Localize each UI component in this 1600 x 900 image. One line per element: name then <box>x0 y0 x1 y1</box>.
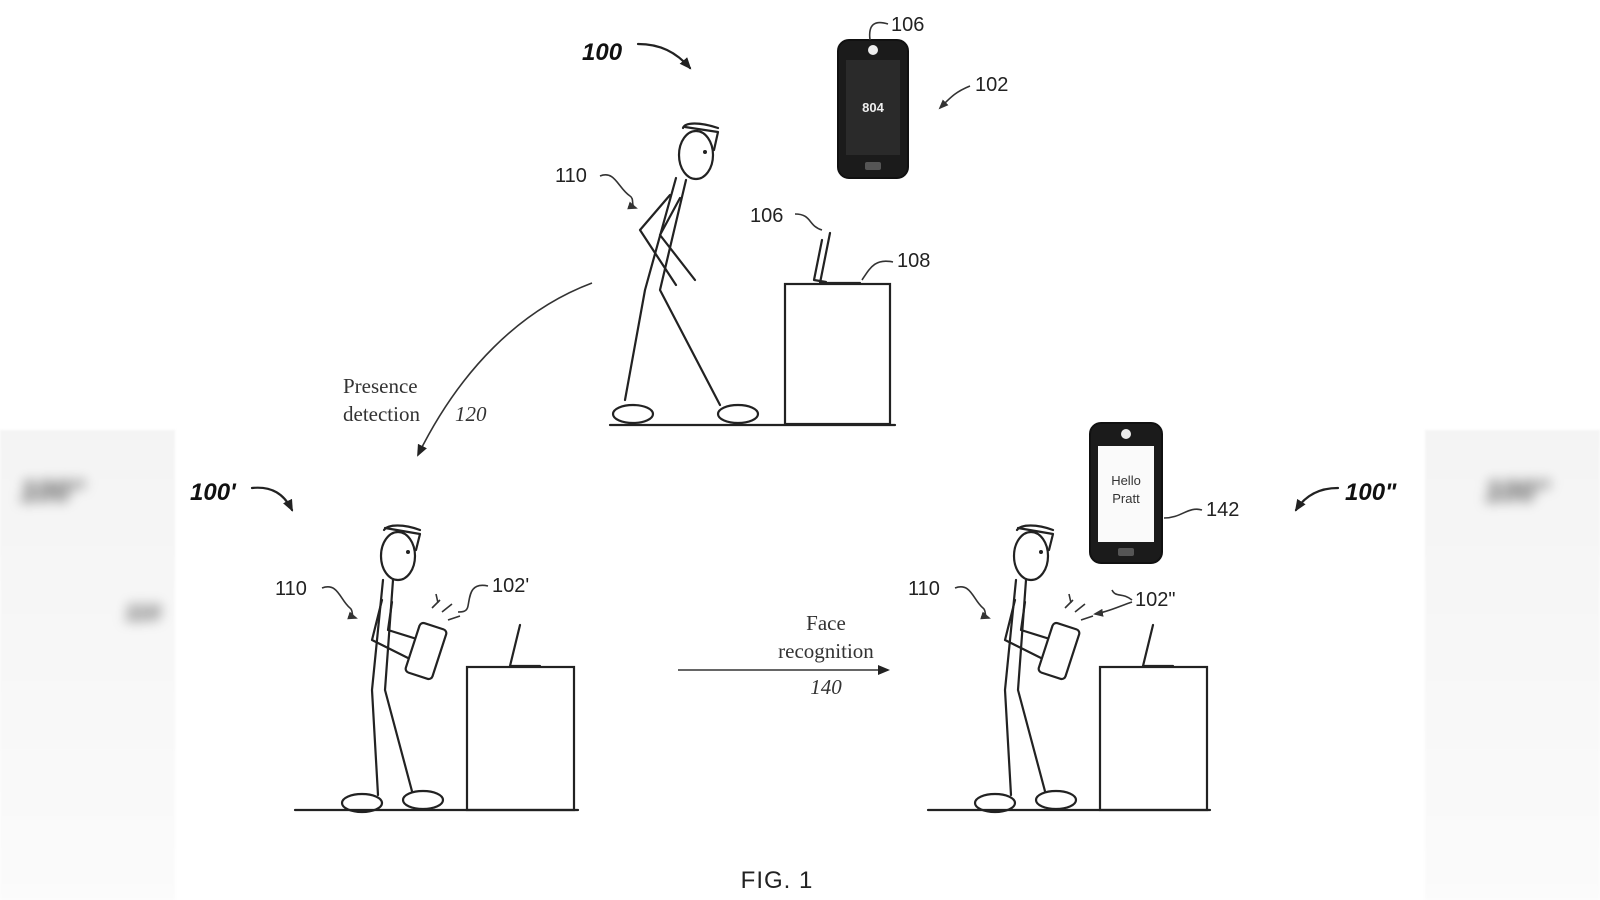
desk-top <box>783 282 892 426</box>
signal-icon-right <box>1064 593 1094 621</box>
person-right <box>973 524 1094 814</box>
ref-106-desk: 106 <box>750 205 783 227</box>
phone-camera-icon <box>868 45 878 55</box>
transition-presence: Presence detection 120 <box>343 282 593 457</box>
face-label-line1: Face <box>806 611 846 635</box>
ref-102-double-leader <box>1095 589 1133 614</box>
ref-110-top-leader <box>599 174 638 210</box>
ref-106-desk-leader <box>794 213 823 231</box>
right-blurred-edge: 100" <box>1425 430 1600 900</box>
blurred-label-left-1: 100" <box>20 475 85 508</box>
laptop-top-icon <box>818 231 862 285</box>
ref-106-top: 106 <box>891 14 924 36</box>
ref-102-prime: 102' <box>492 575 529 597</box>
person-right-head-icon <box>1012 530 1050 582</box>
ref-142: 142 <box>1206 499 1239 521</box>
ref-110-left: 110 <box>275 578 307 600</box>
scene-right: 100" Hello Pratt 142 <box>908 422 1397 814</box>
ref-102-prime-leader <box>457 584 489 613</box>
ref-106-top-leader <box>868 21 889 41</box>
face-label-line2: recognition <box>778 639 874 663</box>
presence-arrow <box>417 282 593 457</box>
phone-right-screen-line2: Pratt <box>1112 491 1140 506</box>
figure-caption: FIG. 1 <box>741 867 814 894</box>
device-102-prime-icon <box>404 621 448 681</box>
phone-right-screen-line1: Hello <box>1111 473 1141 488</box>
ref-102: 102 <box>975 74 1008 96</box>
phone-right-camera-icon <box>1121 429 1131 439</box>
ref-110-top: 110 <box>555 165 587 187</box>
ref-108-leader <box>861 260 894 281</box>
device-102-double-icon <box>1037 621 1081 681</box>
ref-108: 108 <box>897 250 930 272</box>
scene-right-id-arrow <box>1294 486 1340 512</box>
phone-top-screen-text: 804 <box>862 100 884 115</box>
desk-right <box>1098 665 1209 812</box>
scene-top: 100 804 106 102 <box>555 14 1008 427</box>
scene-left-id-arrow <box>250 486 294 512</box>
scene-right-id: 100" <box>1345 479 1397 506</box>
ref-142-leader <box>1163 508 1203 519</box>
person-top-head-icon <box>677 129 715 181</box>
ref-110-right: 110 <box>908 578 940 600</box>
scene-top-id: 100 <box>582 39 623 66</box>
presence-number: 120 <box>455 402 487 426</box>
ref-102-double: 102" <box>1135 589 1175 611</box>
ref-102-leader <box>938 85 971 110</box>
desk-left <box>465 665 576 812</box>
blurred-label-right-1: 100" <box>1485 475 1550 508</box>
presence-label-line2: detection <box>343 402 420 426</box>
person-left <box>340 524 461 814</box>
scene-left: 100' 110 102' <box>190 479 580 814</box>
presence-label-line1: Presence <box>343 374 418 398</box>
laptop-left-icon <box>508 623 542 668</box>
face-number: 140 <box>810 675 842 699</box>
left-blurred-edge: 100" 110 <box>0 430 175 900</box>
blurred-label-left-2: 110 <box>125 600 161 625</box>
person-left-head-icon <box>379 530 417 582</box>
scene-top-id-arrow <box>636 42 692 70</box>
laptop-right-icon <box>1141 623 1175 668</box>
scene-left-id: 100' <box>190 479 237 506</box>
signal-icon-left <box>431 593 461 621</box>
transition-face: Face recognition 140 <box>678 611 890 699</box>
phone-102: 804 <box>837 39 909 179</box>
ref-110-right-leader <box>954 586 991 620</box>
person-top <box>611 122 760 425</box>
ref-110-left-leader <box>321 586 358 620</box>
phone-142: Hello Pratt <box>1089 422 1163 564</box>
